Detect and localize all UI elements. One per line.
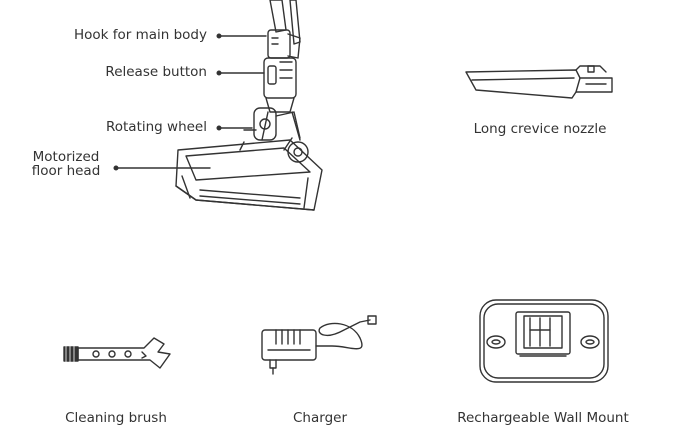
label-charger: Charger	[293, 410, 347, 426]
label-rotating-wheel: Rotating wheel	[105, 119, 207, 135]
wall-mount-illustration	[479, 299, 609, 383]
callout-lines	[113, 33, 267, 171]
label-motorized-floor-head: Motorized floor head	[26, 150, 106, 178]
label-cleaning-brush: Cleaning brush	[65, 410, 167, 426]
vacuum-main-body-illustration	[175, 0, 323, 211]
cleaning-brush-illustration	[63, 337, 171, 369]
crevice-nozzle-illustration	[465, 65, 613, 99]
label-release-button: Release button	[105, 64, 207, 80]
label-rechargeable-wall-mount: Rechargeable Wall Mount	[457, 410, 629, 426]
label-motorized-line2: floor head	[31, 163, 101, 179]
label-long-crevice-nozzle: Long crevice nozzle	[473, 121, 607, 137]
label-hook-for-main-body: Hook for main body	[73, 27, 207, 43]
label-motorized-line1: Motorized	[32, 149, 100, 165]
charger-illustration	[261, 315, 377, 375]
